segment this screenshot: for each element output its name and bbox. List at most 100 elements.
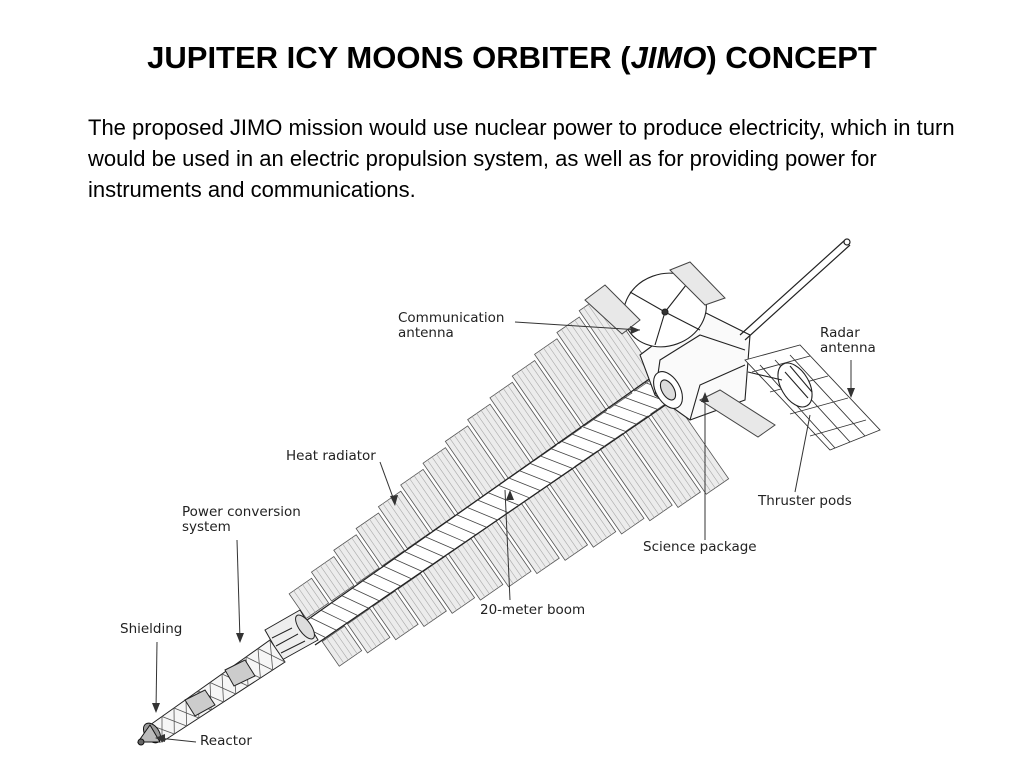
radiator-panel-rib	[458, 431, 497, 487]
heat-radiator-upper	[288, 294, 658, 620]
radiator-panel-rib	[494, 394, 539, 459]
truss-brace	[456, 514, 487, 528]
jimo-diagram: Communication antenna Radar antenna Heat…	[0, 215, 1024, 768]
label-science-package: Science package	[643, 539, 757, 555]
radiator-panel-rib	[561, 329, 615, 406]
radiator-panel-rib	[413, 475, 447, 522]
radiator-panel-rib	[592, 453, 640, 522]
radiator-panel-rib	[376, 603, 401, 637]
radiator-panel-rib	[525, 366, 573, 435]
radiator-panel	[534, 338, 608, 427]
radiator-panel-rib	[346, 540, 371, 575]
radiator-panel	[624, 415, 701, 509]
radiator-panel-rib	[659, 407, 716, 489]
radiator-panel-rib	[516, 506, 556, 562]
radiator-panel-rib	[342, 543, 366, 578]
radiator-panel-rib	[507, 512, 547, 568]
radiator-panel-rib	[293, 590, 311, 616]
radiator-panel-rib	[315, 568, 337, 599]
radiator-panel-rib	[533, 495, 575, 555]
radiator-panel-rib	[356, 617, 377, 647]
leader-arrowheads	[152, 326, 855, 742]
radiator-panel-rib	[411, 579, 438, 618]
truss-brace	[581, 426, 616, 440]
title-prefix: JUPITER ICY MOONS ORBITER (	[147, 40, 631, 75]
radiator-panel-rib	[529, 363, 578, 432]
truss-brace	[487, 492, 520, 506]
thruster-pods	[747, 362, 813, 408]
title-italic: JIMO	[630, 40, 707, 75]
truss-brace	[435, 529, 466, 543]
spacecraft-drawing	[137, 238, 881, 746]
radiator-panel-rib	[364, 522, 392, 560]
truss-brace	[477, 499, 509, 514]
radiator-panel-rib	[338, 547, 362, 581]
radiator-panel-rib	[461, 544, 495, 591]
radiator-panel-rib	[409, 478, 442, 525]
radiator-panel-rib	[365, 611, 386, 641]
truss-brace	[446, 521, 477, 536]
radiator-panel-rib	[565, 326, 619, 403]
radiator-panel-rib	[462, 428, 502, 484]
radiator-panel-rib	[431, 565, 462, 608]
radiator-panel-rib	[587, 304, 644, 385]
label-power-conversion: Power conversion system	[182, 505, 301, 535]
truss-brace	[560, 440, 595, 455]
radiator-panel-rib	[418, 472, 451, 519]
truss-brace	[592, 418, 627, 433]
label-power-conversion-line1: Power conversion	[182, 504, 301, 520]
radiator-panel-rib	[476, 413, 518, 473]
radiator-panel-rib	[406, 582, 434, 621]
radiator-panel-rib	[608, 442, 660, 515]
radiator-panel-rib	[324, 562, 346, 592]
bus-panels	[584, 261, 776, 438]
truss-brace	[372, 573, 402, 587]
radiator-panel-rib	[396, 494, 426, 537]
radiator-panel-rib	[588, 457, 636, 525]
radiator-panel-rib	[381, 600, 405, 634]
radiator-panel-rib	[538, 351, 589, 424]
radiator-panel-rib	[516, 372, 564, 441]
radiator-panel-rib	[440, 558, 471, 602]
truss-brace	[310, 617, 337, 631]
label-heat-radiator: Heat radiator	[286, 448, 376, 464]
radiator-panel-rib	[547, 344, 598, 417]
radiator-panel-rib	[415, 576, 443, 615]
radiator-panel-rib	[520, 369, 569, 438]
truss-brace	[352, 587, 380, 602]
radiator-panel-rib	[558, 477, 603, 542]
radiator-panel-rib	[391, 497, 422, 540]
radiator-panel-rib	[553, 480, 599, 545]
radiator-panel-rib	[583, 307, 640, 389]
radiator-panel	[310, 555, 355, 602]
truss-brace	[466, 506, 498, 521]
label-communication-antenna: Communication antenna	[398, 311, 504, 341]
title-suffix: ) CONCEPT	[706, 40, 877, 75]
radiator-panel	[556, 316, 633, 410]
radiator-panel-rib	[542, 488, 584, 549]
radiator-panel-rib	[402, 585, 429, 624]
radiator-panel-rib	[440, 450, 477, 502]
radiator-panel-rib	[629, 428, 683, 505]
radiator-panel-rib	[570, 323, 624, 400]
radiator-panel-rib	[491, 523, 527, 575]
radiator-panel-rib	[574, 319, 628, 397]
radiator-panel-rib	[654, 410, 711, 492]
radiator-panel-rib	[552, 341, 603, 414]
truss-brace	[393, 558, 423, 572]
truss-brace	[362, 580, 391, 594]
radiator-panel-rib	[360, 525, 387, 564]
reactor-truss	[149, 639, 286, 743]
truss-brace	[498, 484, 530, 499]
label-communication-antenna-line1: Communication	[398, 310, 505, 326]
truss-brace	[623, 396, 659, 411]
radiator-panel-rib	[427, 568, 457, 611]
truss-brace	[331, 602, 359, 616]
heat-radiator-lower	[321, 397, 730, 667]
boom-truss	[299, 374, 681, 646]
radiator-panel	[333, 534, 380, 585]
radiator-panel-rib	[638, 422, 692, 499]
radiator-panel-rib	[297, 587, 316, 613]
radiator-panel-rib	[339, 628, 358, 654]
radiator-panel-rib	[604, 445, 655, 518]
